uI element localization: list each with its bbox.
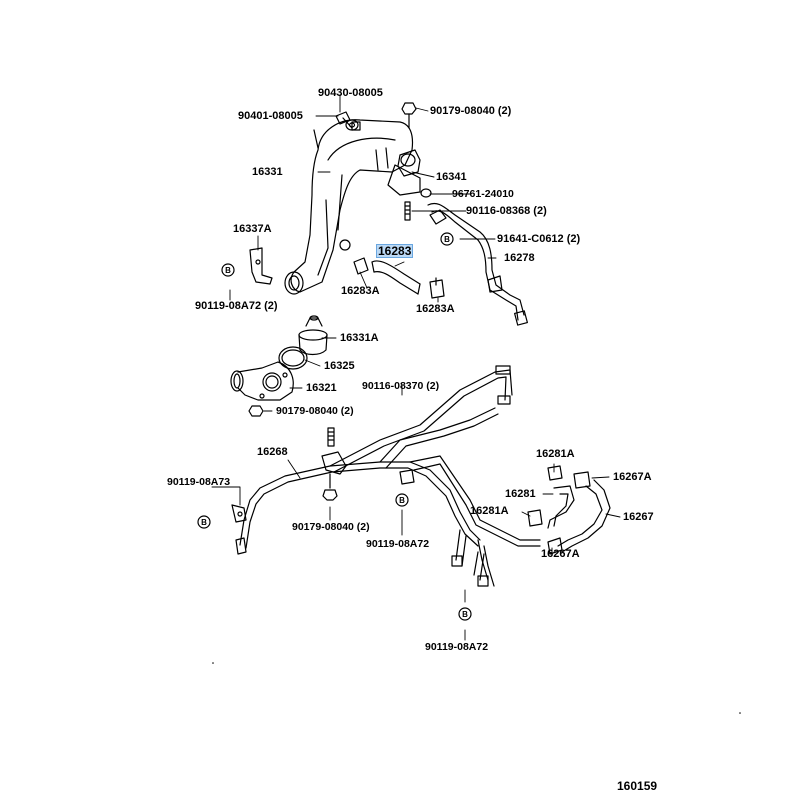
part-label-90119-08A72-bottom[interactable]: 90119-08A72 — [425, 641, 489, 653]
part-label-16325[interactable]: 16325 — [324, 360, 355, 372]
bolt-90430 — [335, 111, 353, 129]
part-label-16267A-bottom[interactable]: 16267A — [541, 548, 580, 560]
part-label-90430-08005[interactable]: 90430-08005 — [318, 87, 383, 99]
part-label-16331A[interactable]: 16331A — [340, 332, 379, 344]
bolt-marker-icon: B — [399, 496, 405, 505]
hose-16281 — [547, 485, 575, 529]
nut-90179-top — [401, 102, 417, 129]
part-label-16281A-top[interactable]: 16281A — [536, 448, 575, 460]
water-outlet-housing — [284, 119, 421, 295]
clamp-16283A-left — [353, 257, 369, 275]
stud-90116-lower — [327, 427, 335, 447]
part-label-16281[interactable]: 16281 — [505, 488, 536, 500]
bolt-marker-icon: B — [225, 266, 231, 275]
part-label-90116-08368[interactable]: 90116-08368 (2) — [466, 205, 547, 217]
clip-lower-left — [399, 469, 415, 485]
bracket-lower-center — [321, 451, 347, 501]
oring-96761 — [420, 188, 432, 198]
hose-16267 — [557, 479, 611, 553]
bracket-16337A — [249, 247, 273, 285]
clamp-16267A-bottom — [547, 537, 563, 555]
part-label-16321[interactable]: 16321 — [306, 382, 337, 394]
part-label-16283A-right[interactable]: 16283A — [416, 303, 455, 315]
bolt-marker-icon: B — [444, 235, 450, 244]
part-label-90116-08370[interactable]: 90116-08370 (2) — [362, 380, 440, 392]
bolt-markers — [197, 232, 472, 621]
part-label-90119-08A72-top[interactable]: 90119-08A72 (2) — [195, 300, 278, 312]
part-label-90119-08A73[interactable]: 90119-08A73 — [167, 476, 231, 488]
gasket-16341 — [397, 149, 421, 177]
bolt-marker-icon: B — [201, 518, 207, 527]
part-label-96761-24010[interactable]: 96761-24010 — [452, 188, 514, 200]
clamp-16281A-mid — [527, 509, 543, 527]
part-label-16337A[interactable]: 16337A — [233, 223, 272, 235]
bolt-marker-icon: B — [462, 610, 468, 619]
figure-number: 160159 — [617, 779, 658, 793]
part-label-90179-08040-inlet[interactable]: 90179-08040 (2) — [276, 405, 354, 417]
pipe-16268 — [231, 365, 541, 587]
part-label-16281A-mid[interactable]: 16281A — [470, 505, 509, 517]
pipe-16278 — [427, 202, 528, 326]
part-label-16331[interactable]: 16331 — [252, 166, 283, 178]
hose-16283 — [371, 260, 421, 295]
part-label-16283A-left[interactable]: 16283A — [341, 285, 380, 297]
part-label-90179-08040-lower[interactable]: 90179-08040 (2) — [292, 521, 370, 533]
part-label-90179-08040-top[interactable]: 90179-08040 (2) — [430, 105, 512, 117]
part-label-16283-highlighted[interactable]: 16283 — [376, 244, 414, 258]
gasket-16325 — [278, 346, 308, 370]
part-label-90401-08005[interactable]: 90401-08005 — [238, 110, 303, 122]
part-label-16268[interactable]: 16268 — [257, 446, 288, 458]
part-label-16267A-top[interactable]: 16267A — [613, 471, 652, 483]
clamp-16281A-top — [547, 465, 563, 481]
part-label-16267[interactable]: 16267 — [623, 511, 654, 523]
part-label-91641-C0612[interactable]: 91641-C0612 (2) — [497, 233, 581, 245]
part-label-16278[interactable]: 16278 — [504, 252, 535, 264]
clamp-16267A-top — [573, 471, 591, 489]
part-label-16341[interactable]: 16341 — [436, 171, 467, 183]
water-inlet-16321 — [230, 361, 294, 401]
nut-90179-inlet — [248, 405, 264, 417]
leader-lines — [211, 94, 621, 641]
clamp-16283A-right — [429, 277, 445, 299]
thermostat-16331A — [298, 315, 328, 356]
scan-dots — [212, 662, 741, 714]
part-label-90119-08A72-mid[interactable]: 90119-08A72 — [366, 538, 430, 550]
bolt-90401 — [351, 121, 361, 131]
stud-90116-top — [404, 201, 411, 221]
